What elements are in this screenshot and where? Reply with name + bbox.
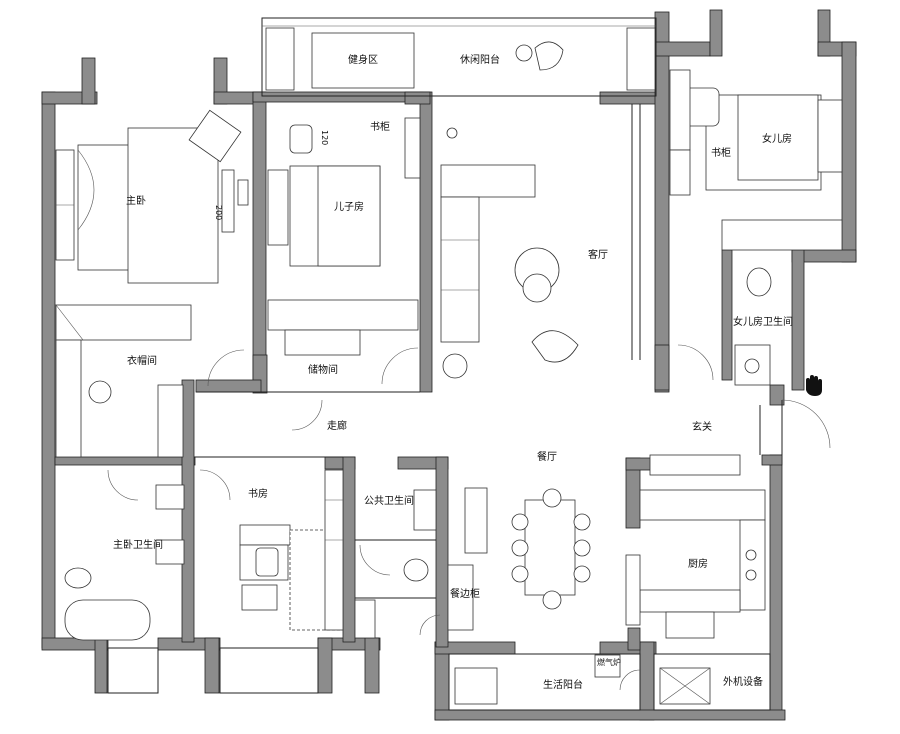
label-daughter-room: 女儿房 [762, 132, 792, 145]
label-closet: 衣帽间 [127, 354, 157, 367]
label-water-heater: 燃气炉 [597, 657, 621, 667]
label-kitchen: 厨房 [688, 557, 708, 570]
outline-lines [107, 17, 783, 711]
label-living-room: 客厅 [588, 248, 608, 261]
label-dining: 餐厅 [537, 450, 557, 463]
dimension-bed-2: 120 [320, 130, 329, 145]
label-master-bedroom: 主卧 [126, 194, 146, 207]
label-outdoor-unit: 外机设备 [723, 675, 763, 688]
label-leisure-balcony: 休闲阳台 [460, 53, 500, 66]
label-utility-balcony: 生活阳台 [543, 678, 583, 691]
label-fitness: 健身区 [348, 53, 378, 66]
label-master-bath: 主卧卫生间 [113, 538, 163, 551]
label-public-bath: 公共卫生间 [364, 494, 414, 507]
label-entrance: 玄关 [692, 420, 712, 433]
label-sideboard: 餐边柜 [450, 587, 480, 600]
closet-cabinets [55, 304, 192, 458]
label-son-room: 儿子房 [334, 200, 364, 213]
doors [107, 344, 831, 691]
label-bookshelf-1: 书柜 [370, 120, 390, 133]
label-storage: 储物间 [308, 363, 338, 376]
hand-pointer-icon [806, 375, 822, 396]
label-bookshelf-2: 书柜 [711, 146, 731, 159]
furniture [55, 27, 843, 705]
label-study: 书房 [248, 487, 268, 500]
label-daughter-bath: 女儿房卫生间 [733, 315, 793, 328]
walls [41, 9, 857, 721]
dimension-bed-1: 200 [214, 205, 223, 220]
label-corridor: 走廊 [327, 419, 347, 432]
room-labels: 主卧 衣帽间 主卧卫生间 儿子房 书柜 储物间 健身区 休闲阳台 客厅 女儿房 … [113, 53, 793, 691]
